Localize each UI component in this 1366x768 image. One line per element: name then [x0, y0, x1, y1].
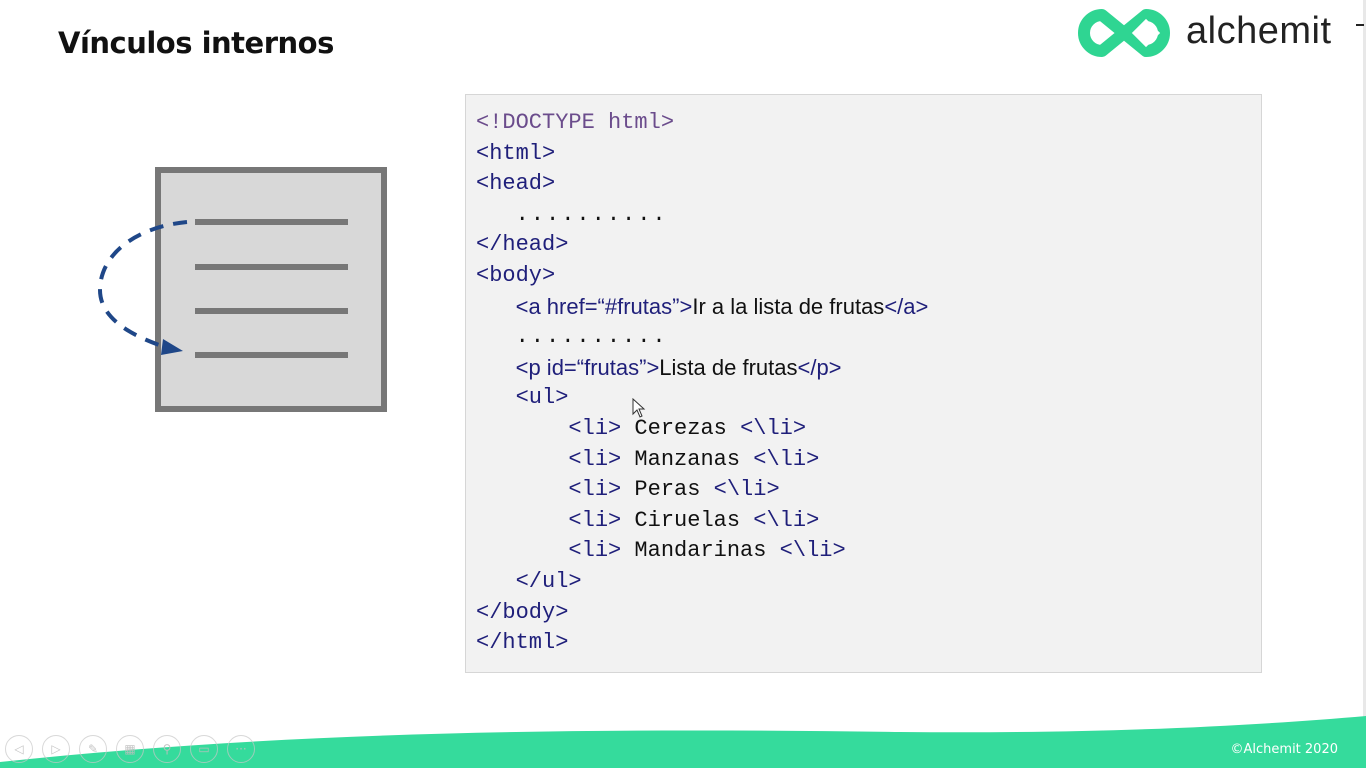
code-line: ..........	[476, 200, 928, 231]
copyright-text: ©Alchemit 2020	[1230, 742, 1338, 757]
code-tag: <!DOCTYPE html>	[476, 110, 675, 135]
brand-name: alchemit	[1186, 10, 1332, 52]
code-tag: <li>	[568, 446, 622, 472]
code-line: </body>	[476, 598, 928, 629]
code-tag: <li>	[568, 477, 622, 503]
code-indent	[476, 357, 516, 382]
zoom-button[interactable]: ⚲	[153, 735, 181, 763]
code-text: Lista de frutas	[659, 354, 798, 380]
code-line: <li> Mandarinas <\li>	[476, 536, 928, 567]
code-tag: </body>	[476, 599, 569, 625]
internal-link-arrow-path	[97, 220, 188, 349]
subtitles-icon: ▭	[198, 742, 210, 756]
code-indent	[476, 508, 568, 533]
code-tag: <li>	[568, 538, 622, 564]
code-ellipsis: ..........	[515, 324, 668, 350]
see-all-slides-icon: ▦	[124, 742, 136, 756]
code-line: <!DOCTYPE html>	[476, 108, 928, 139]
code-tag: </p>	[797, 354, 842, 380]
code-tag: <p id=“frutas”>	[515, 354, 660, 380]
previous-slide-icon: ◁	[14, 742, 24, 756]
code-line: <p id=“frutas”>Lista de frutas</p>	[476, 353, 928, 384]
code-tag: </a>	[884, 293, 929, 319]
code-tag: <\li>	[753, 446, 820, 472]
code-line: </ul>	[476, 567, 928, 598]
code-tag: <li>	[568, 507, 622, 533]
see-all-slides-button[interactable]: ▦	[116, 735, 144, 763]
subtitles-button[interactable]: ▭	[190, 735, 218, 763]
zoom-icon: ⚲	[162, 742, 172, 756]
code-tag: <\li>	[713, 477, 780, 503]
next-slide-icon: ▷	[51, 742, 61, 756]
code-line: <body>	[476, 261, 928, 292]
arrow-head-icon	[161, 339, 183, 355]
code-tag: </head>	[476, 232, 569, 258]
code-text: Ir a la lista de frutas	[692, 293, 885, 319]
code-indent	[476, 324, 516, 349]
pen-icon: ✎	[87, 742, 99, 756]
code-line: </html>	[476, 628, 928, 659]
code-line: <head>	[476, 169, 928, 200]
code-tag: <ul>	[515, 385, 569, 411]
pen-button[interactable]: ✎	[79, 735, 107, 763]
code-line: <li> Cerezas <\li>	[476, 414, 928, 445]
infinity-logo-icon	[1078, 9, 1170, 57]
code-indent	[476, 538, 568, 563]
mouse-cursor-icon	[632, 398, 646, 418]
footer-wave-decoration	[0, 716, 1366, 768]
next-slide-button[interactable]: ▷	[42, 735, 70, 763]
previous-slide-button[interactable]: ◁	[5, 735, 33, 763]
internal-link-diagram	[97, 167, 387, 412]
more-options-button[interactable]: ···	[227, 735, 255, 763]
document-page	[155, 167, 387, 412]
code-line: <html>	[476, 139, 928, 170]
code-tag: <\li>	[740, 415, 807, 441]
presenter-controls: ◁ ▷ ✎ ▦ ⚲ ▭ ···	[5, 735, 255, 763]
code-tag: </html>	[476, 630, 569, 656]
code-indent	[476, 202, 516, 227]
window-edge	[1363, 0, 1366, 768]
code-line: <li> Peras <\li>	[476, 475, 928, 506]
code-indent	[476, 447, 568, 472]
code-indent	[476, 296, 516, 321]
code-line: <li> Ciruelas <\li>	[476, 506, 928, 537]
slide-title: Vínculos internos	[58, 26, 334, 60]
code-text: Manzanas	[621, 446, 754, 472]
more-options-icon: ···	[235, 742, 247, 756]
code-tag: <\li>	[753, 507, 820, 533]
code-line: </head>	[476, 230, 928, 261]
code-indent	[476, 385, 516, 410]
code-tag: <html>	[476, 140, 556, 166]
code-line: <a href=“#frutas”>Ir a la lista de fruta…	[476, 292, 929, 323]
code-indent	[476, 477, 568, 502]
code-indent	[476, 569, 516, 594]
code-line: <ul>	[476, 383, 928, 414]
code-indent	[476, 416, 568, 441]
code-tag: <body>	[476, 262, 556, 288]
code-tag: <\li>	[779, 538, 846, 564]
code-line: ..........	[476, 322, 928, 353]
code-tag: <head>	[476, 171, 556, 197]
code-line: <li> Manzanas <\li>	[476, 445, 928, 476]
document-line-2	[195, 264, 348, 270]
code-ellipsis: ..........	[515, 201, 668, 227]
code-text: Peras	[621, 477, 714, 503]
code-tag: <a href=“#frutas”>	[515, 293, 693, 319]
brand-logo: alchemit	[1076, 6, 1348, 60]
code-tag: <li>	[568, 415, 622, 441]
window-edge-mark	[1356, 24, 1364, 26]
document-line-4	[195, 352, 348, 358]
code-text: Ciruelas	[621, 507, 754, 533]
code-text: Mandarinas	[621, 538, 780, 564]
document-line-3	[195, 308, 348, 314]
code-example-panel: <!DOCTYPE html> <html> <head> .......... </…	[465, 94, 1262, 673]
code-tag: </ul>	[515, 568, 582, 594]
html-code-block: <!DOCTYPE html> <html> <head> .......... </…	[476, 108, 928, 659]
code-text: Cerezas	[621, 415, 741, 441]
document-line-1	[195, 219, 348, 225]
